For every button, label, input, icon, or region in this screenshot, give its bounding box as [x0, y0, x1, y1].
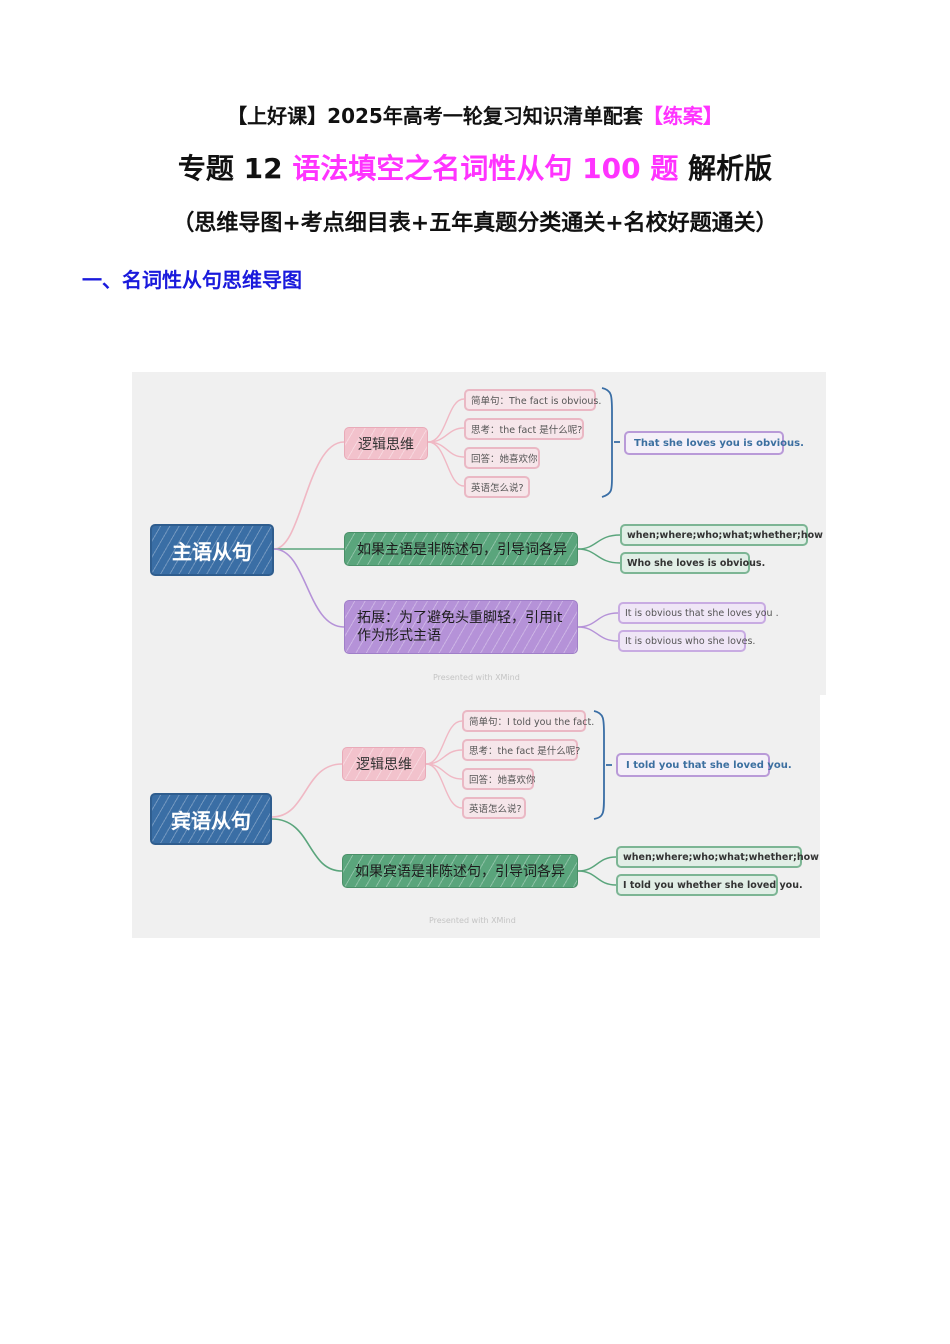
- section-heading: 一、名词性从句思维导图: [82, 268, 302, 292]
- mindmap-object-clause: 宾语从句 逻辑思维 简单句：I told you the fact. 思考：th…: [132, 695, 820, 938]
- title-highlight: 【练案】: [642, 104, 723, 128]
- extension-leaf: It is obvious that she loves you .: [618, 602, 779, 624]
- logic-leaf: 英语怎么说?: [464, 476, 530, 498]
- extension-node: 拓展：为了避免头重脚轻，引用it作为形式主语: [344, 600, 578, 654]
- logic-leaf: 英语怎么说?: [462, 797, 526, 819]
- root-node: 宾语从句: [150, 793, 272, 845]
- mindmap-connectors: [271, 710, 617, 886]
- document-title-line1: 【上好课】2025年高考一轮复习知识清单配套【练案】: [0, 100, 950, 129]
- connective-leaf: when;where;who;what;whether;how: [616, 846, 819, 868]
- logic-leaf: 思考：the fact 是什么呢?: [464, 418, 584, 440]
- xmind-watermark: Presented with XMind: [433, 673, 520, 682]
- non-declarative-node: 如果主语是非陈述句，引导词各异: [344, 532, 578, 566]
- logic-leaf: 简单句：I told you the fact.: [462, 710, 594, 732]
- topic-prefix: 专题 12: [177, 152, 293, 185]
- non-declarative-node: 如果宾语是非陈述句，引导词各异: [342, 854, 578, 888]
- logic-node: 逻辑思维: [344, 427, 428, 460]
- logic-node: 逻辑思维: [342, 747, 426, 781]
- topic-suffix: 解析版: [678, 152, 773, 185]
- logic-leaf: 回答：她喜欢你: [462, 768, 536, 790]
- logic-leaf: 简单句：The fact is obvious.: [464, 389, 601, 411]
- xmind-watermark: Presented with XMind: [429, 916, 516, 925]
- logic-leaf: 思考：the fact 是什么呢?: [462, 739, 580, 761]
- document-title-line2: 专题 12 语法填空之名词性从句 100 题 解析版: [0, 147, 950, 187]
- mindmap-connectors: [273, 387, 621, 642]
- result-node: I told you that she loved you.: [616, 753, 792, 777]
- mindmap-subject-clause: 主语从句 逻辑思维 简单句：The fact is obvious. 思考：th…: [132, 372, 826, 695]
- title-prefix: 【上好课】2025年高考一轮复习知识清单配套: [227, 104, 643, 128]
- result-node: That she loves you is obvious.: [624, 431, 804, 455]
- connective-leaf: when;where;who;what;whether;how: [620, 524, 823, 546]
- topic-highlight: 语法填空之名词性从句 100 题: [292, 152, 679, 185]
- document-subtitle: （思维导图+考点细目表+五年真题分类通关+名校好题通关）: [172, 211, 778, 236]
- root-node: 主语从句: [150, 524, 274, 576]
- logic-leaf: 回答：她喜欢你: [464, 447, 540, 469]
- extension-leaf: It is obvious who she loves.: [618, 630, 755, 652]
- example-leaf: Who she loves is obvious.: [620, 552, 765, 574]
- example-leaf: I told you whether she loved you.: [616, 874, 803, 896]
